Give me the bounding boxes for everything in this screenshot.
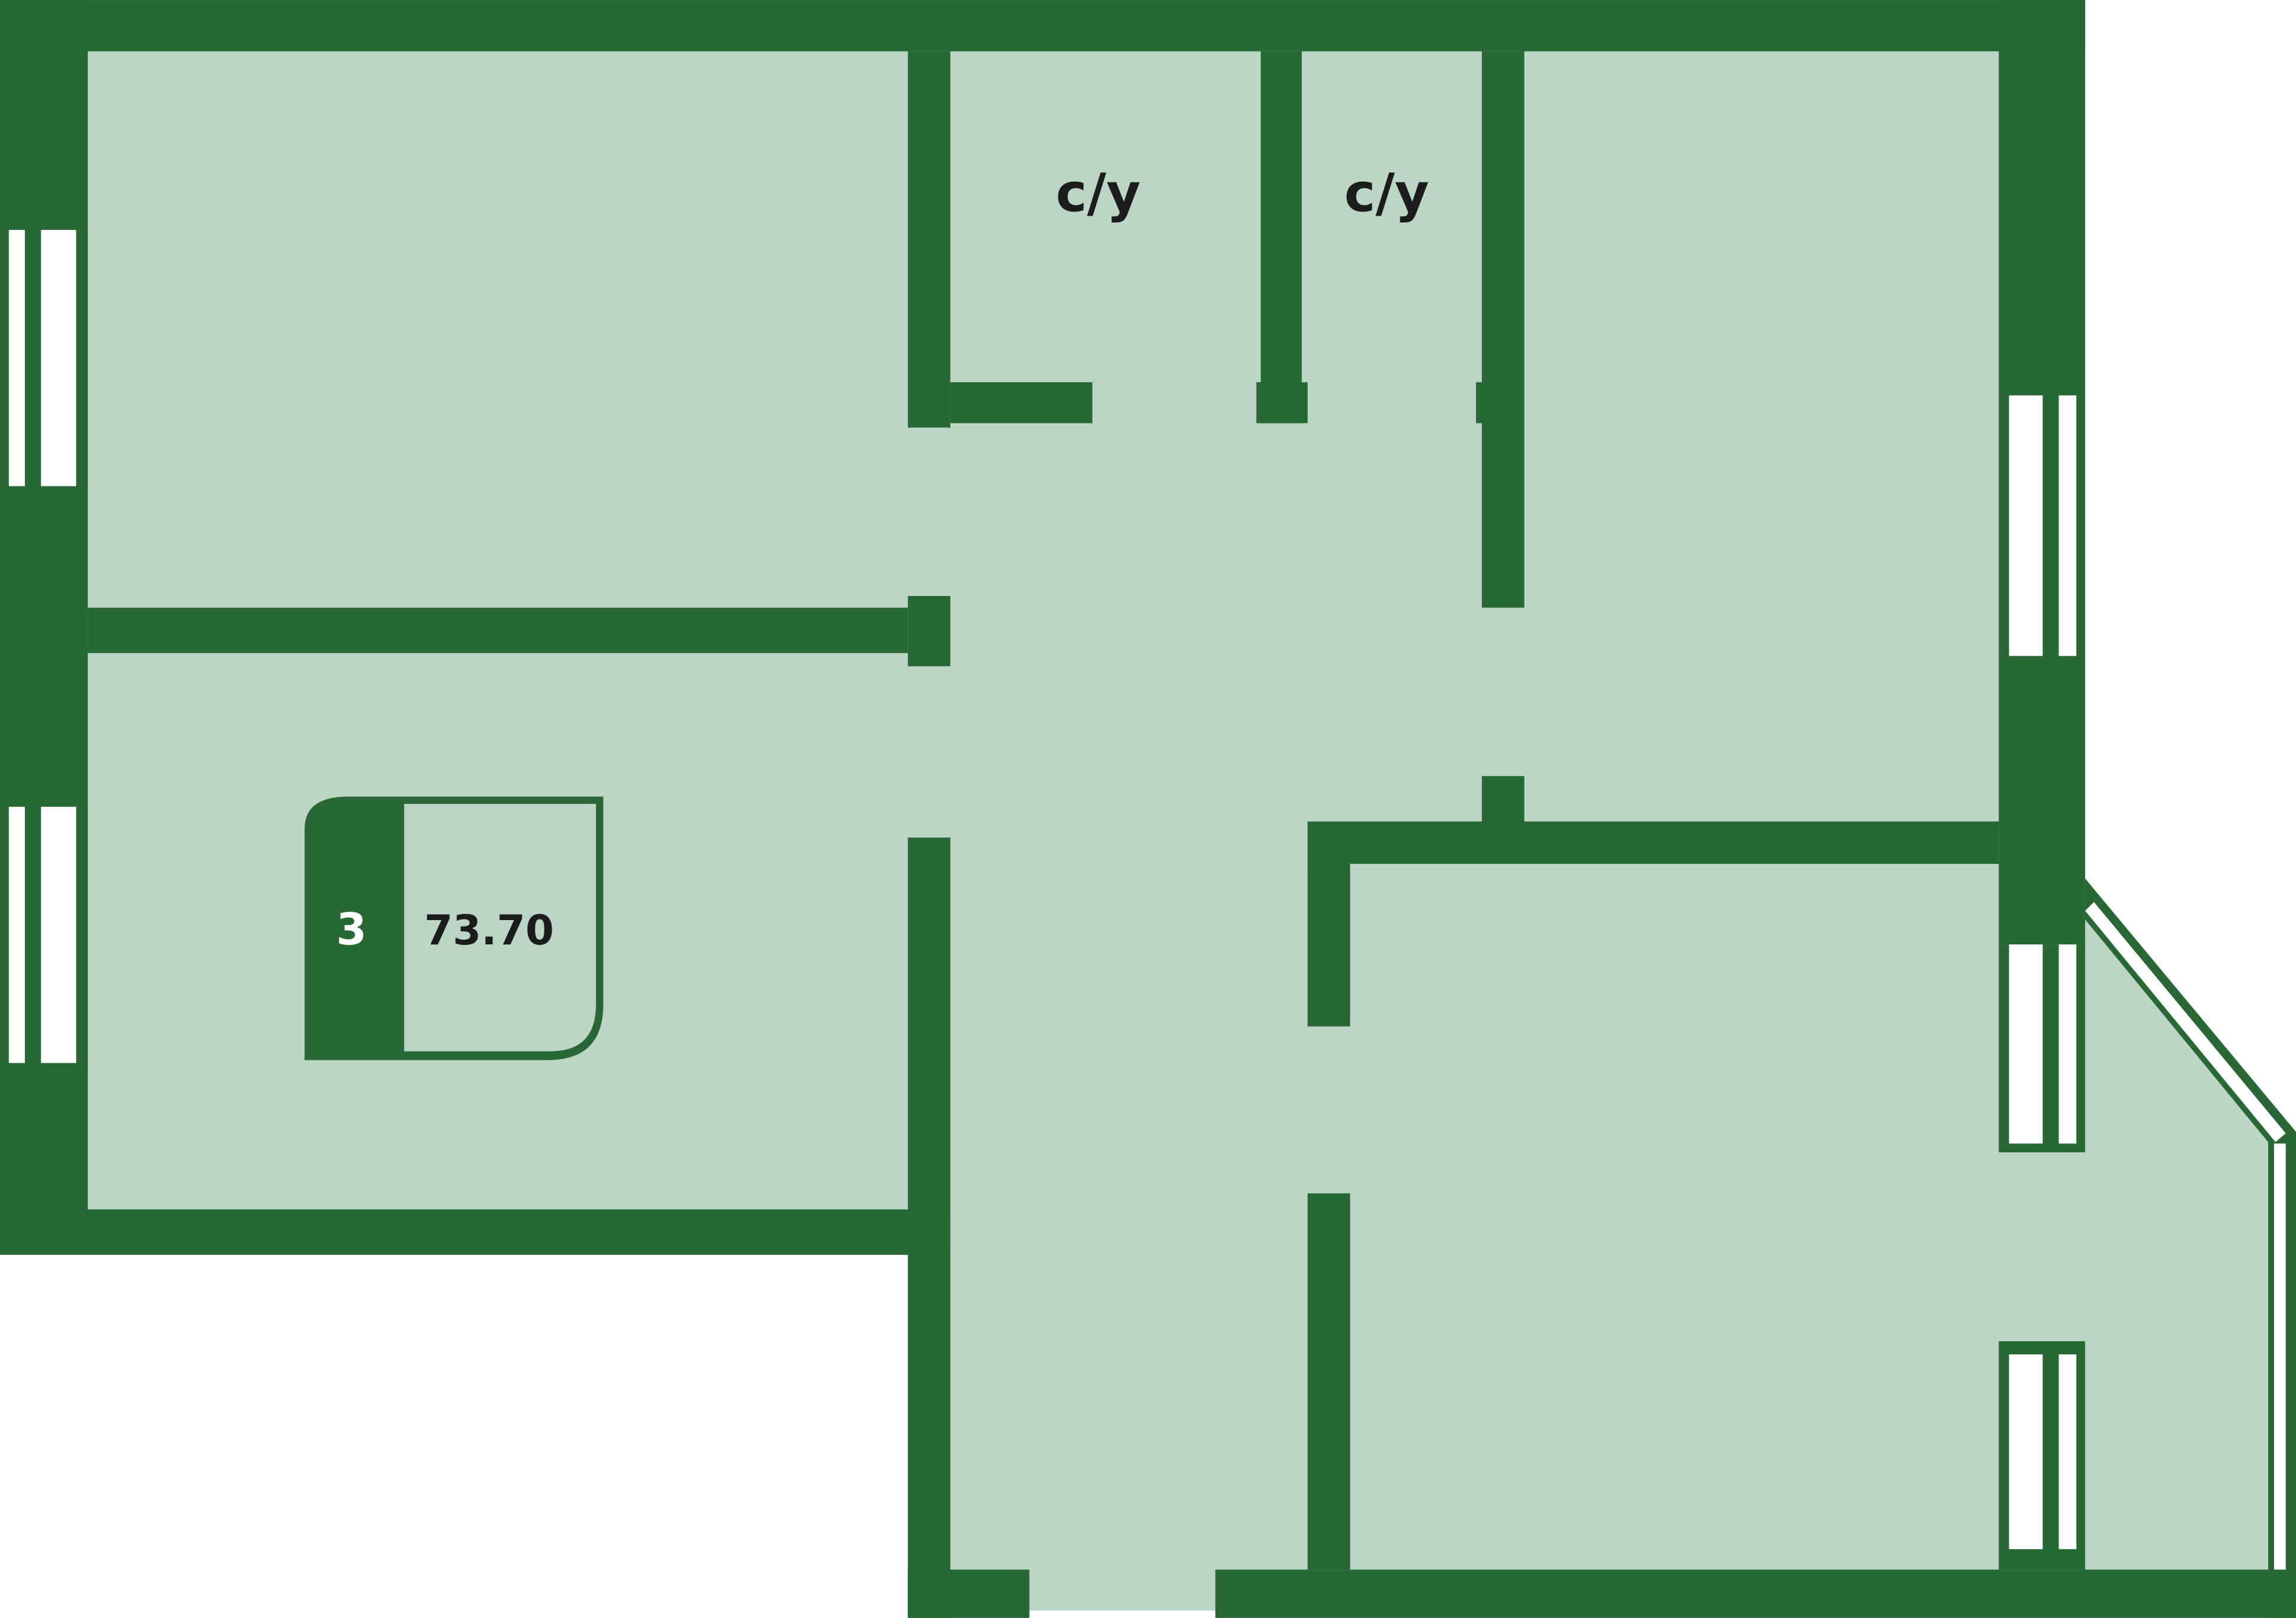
room-label-bathroom-2: с/у	[1344, 162, 1429, 223]
balcony-glazing	[2085, 878, 2296, 1618]
window-left-bottom	[8, 806, 76, 1063]
window-right-bottom	[1999, 1341, 2086, 1570]
room-label-bathroom-1: с/у	[1056, 162, 1141, 223]
rooms-count: 3	[336, 904, 367, 955]
window-left-top	[8, 230, 76, 486]
apartment-area: 73.70	[424, 907, 554, 954]
window-right-middle	[1999, 944, 2086, 1153]
apartment-badge: 3 73.70	[305, 796, 604, 1060]
window-right-top	[2009, 395, 2077, 656]
windows	[8, 230, 2296, 1618]
